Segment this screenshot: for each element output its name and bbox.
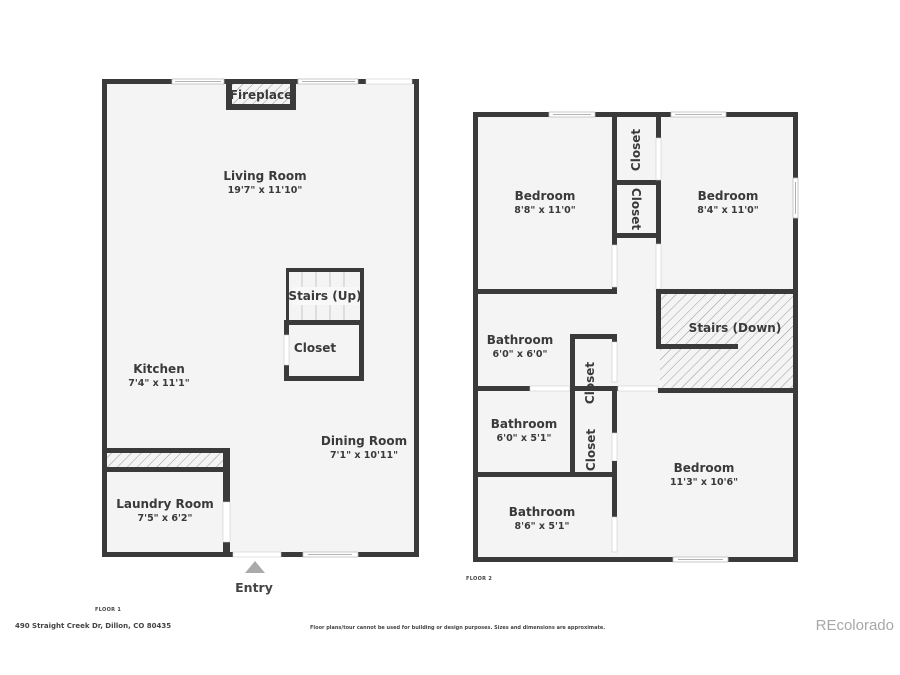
closet-label: Closet	[294, 341, 336, 355]
room-dims-bedroom-1: 8'8" x 11'0"	[514, 205, 576, 216]
room-dims-bedroom-2: 8'4" x 11'0"	[697, 205, 759, 216]
room-name-bathroom-3: Bathroom	[509, 505, 575, 519]
room-name-dining-room: Dining Room	[321, 434, 407, 448]
stairs-down-label: Stairs (Down)	[689, 321, 782, 335]
laundry-room: Laundry Room 7'5" x 6'2"	[102, 448, 231, 557]
room-name-laundry-room: Laundry Room	[116, 497, 214, 511]
closet-label: Closet	[583, 362, 597, 404]
closet-floor1: Closet	[283, 320, 364, 381]
room-dims-kitchen: 7'4" x 11'1"	[128, 378, 190, 389]
window-icon	[548, 111, 596, 118]
room-dims-bedroom-3: 11'3" x 10'6"	[670, 477, 738, 488]
stairs-up: Stairs (Up)	[286, 268, 364, 324]
fireplace-label: Fireplace	[230, 88, 292, 102]
window-icon	[670, 111, 727, 118]
room-name-kitchen: Kitchen	[133, 362, 185, 376]
property-address: 490 Straight Creek Dr, Dillon, CO 80435	[15, 622, 172, 630]
stairs-up-label: Stairs (Up)	[288, 289, 361, 303]
disclaimer-text: Floor plans/tour cannot be used for buil…	[310, 625, 606, 631]
room-name-bathroom-1: Bathroom	[487, 333, 553, 347]
stairs-down: Stairs (Down)	[656, 289, 793, 388]
room-name-bathroom-2: Bathroom	[491, 417, 557, 431]
floor-2-plan: Closet Closet Bedroom 8'8" x 11'0" Bedro…	[473, 111, 799, 563]
window-icon	[297, 78, 359, 85]
window-icon	[302, 551, 359, 558]
room-name-bedroom-1: Bedroom	[515, 189, 576, 203]
room-dims-bathroom-3: 8'6" x 5'1"	[515, 521, 570, 532]
entry-label: Entry	[235, 580, 273, 595]
window-icon	[171, 78, 225, 85]
room-name-living-room: Living Room	[223, 169, 306, 183]
room-dims-dining-room: 7'1" x 10'11"	[330, 450, 398, 461]
closet-label: Closet	[629, 188, 643, 230]
floor-1-label: FLOOR 1	[95, 607, 122, 613]
closet-label: Closet	[584, 429, 598, 471]
opening	[365, 78, 413, 85]
room-name-bedroom-2: Bedroom	[698, 189, 759, 203]
entry-door	[232, 551, 282, 558]
room-name-bedroom-3: Bedroom	[674, 461, 735, 475]
floor-1-plan: Fireplace Living Room 19'7" x 11'10" Sta…	[102, 78, 419, 595]
floor-2-label: FLOOR 2	[466, 576, 493, 582]
room-dims-laundry-room: 7'5" x 6'2"	[138, 513, 193, 524]
room-dims-living-room: 19'7" x 11'10"	[228, 185, 303, 196]
window-icon	[672, 556, 729, 563]
room-dims-bathroom-1: 6'0" x 6'0"	[493, 349, 548, 360]
brand-logo: REcolorado	[815, 617, 894, 634]
fireplace: Fireplace	[226, 79, 296, 110]
room-dims-bathroom-2: 6'0" x 5'1"	[497, 433, 552, 444]
entry-arrow-icon	[245, 561, 265, 573]
window-icon	[792, 177, 799, 219]
closet-label: Closet	[629, 129, 643, 171]
